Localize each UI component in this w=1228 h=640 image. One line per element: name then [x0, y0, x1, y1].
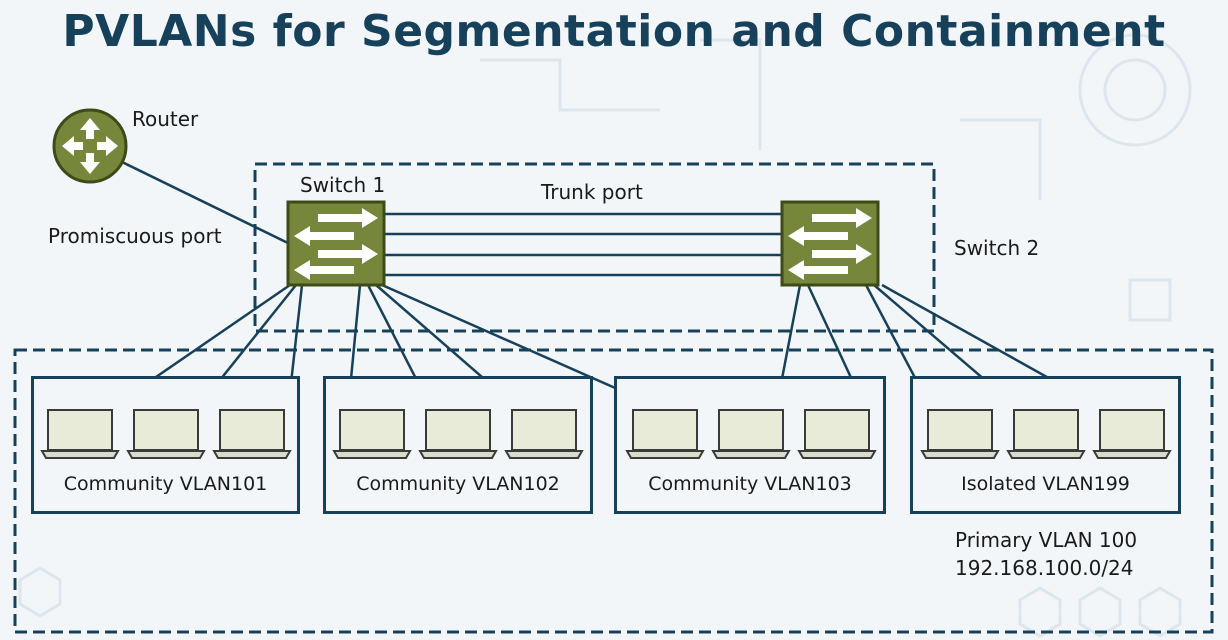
primary-vlan-label: Primary VLAN 100: [955, 528, 1138, 552]
router-link: [121, 160, 293, 247]
vlan-label: Isolated VLAN199: [961, 473, 1130, 495]
switch-1-label: Switch 1: [300, 173, 386, 197]
trunk-port-label: Trunk port: [541, 180, 643, 204]
switch-2-label: Switch 2: [954, 236, 1040, 260]
vlan-box-101: Community VLAN101: [31, 376, 300, 514]
background-decoration: [18, 33, 1192, 638]
vlan-label: Community VLAN103: [648, 473, 852, 495]
router-icon: [52, 108, 128, 184]
vlan-label: Community VLAN102: [356, 473, 560, 495]
trunk-links: [385, 212, 782, 277]
subnet-label: 192.168.100.0/24: [955, 556, 1134, 580]
promiscuous-port-label: Promiscuous port: [48, 224, 222, 248]
switch-2-icon: [780, 200, 880, 287]
switch-domain-boundary: [253, 162, 936, 333]
vlan-box-199: Isolated VLAN199: [910, 376, 1181, 514]
primary-vlan-boundary: [13, 348, 1214, 634]
vlan-box-102: Community VLAN102: [323, 376, 593, 514]
switch-1-icon: [286, 200, 386, 287]
vlan-box-103: Community VLAN103: [614, 376, 886, 514]
vlan-label: Community VLAN101: [63, 473, 268, 495]
router-label: Router: [132, 107, 199, 131]
page-title: PVLANs for Segmentation and Containment: [62, 6, 1166, 57]
